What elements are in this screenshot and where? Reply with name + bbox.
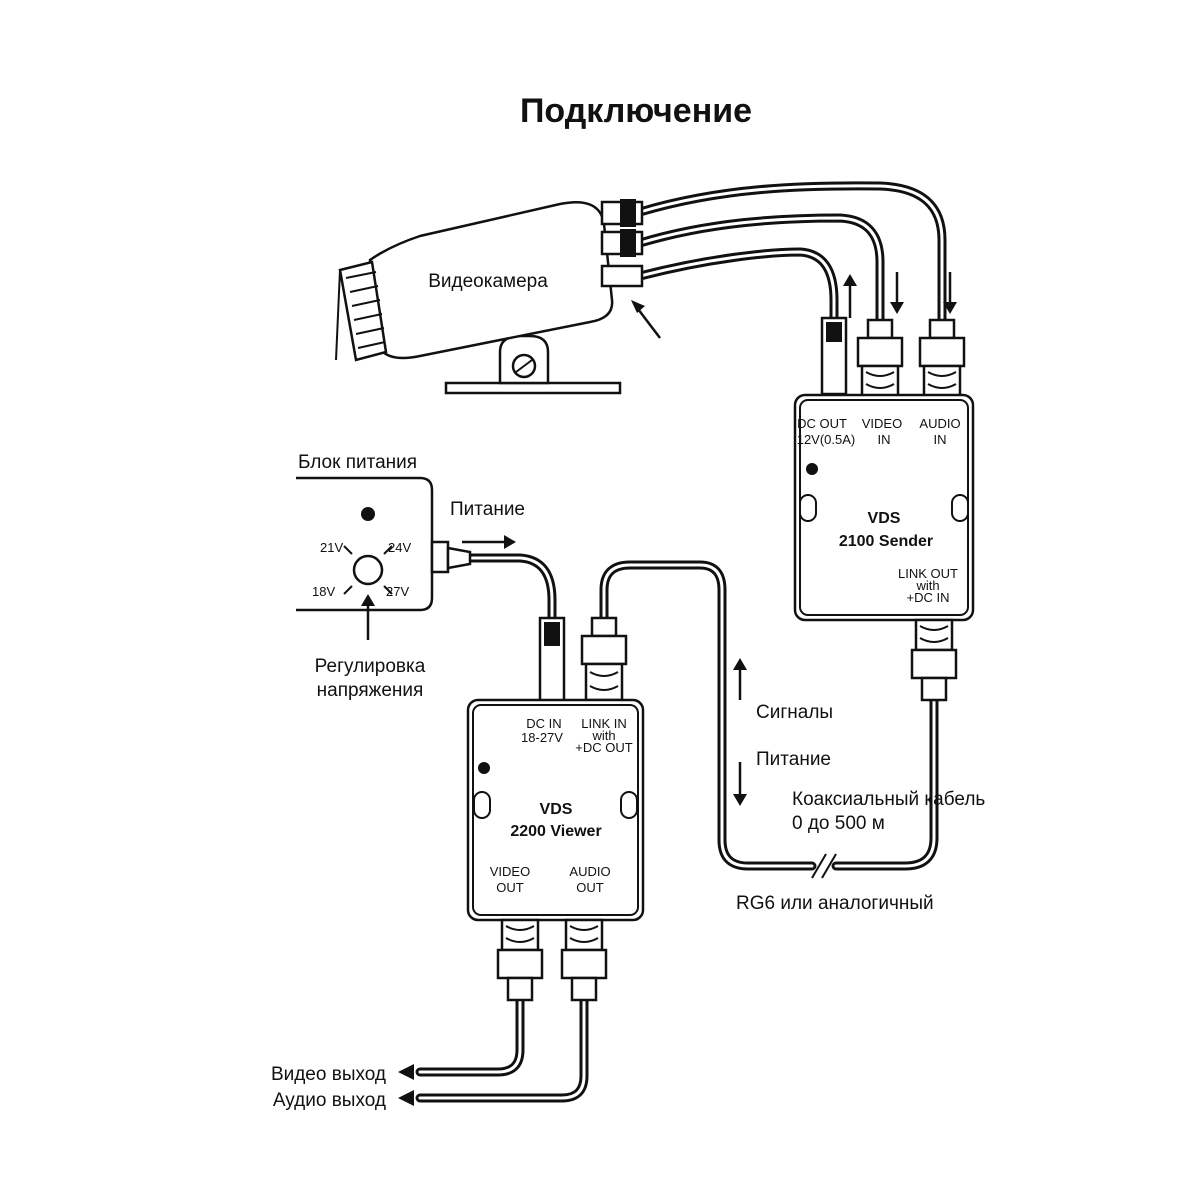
sender-model-name: VDS: [868, 510, 901, 527]
power-output-plug: [430, 540, 450, 574]
viewer-video-out-label: VIDEO: [490, 864, 530, 879]
cable-labels: Сигналы Питание Коаксиальный кабель 0 до…: [733, 658, 985, 914]
power-output-label: Питание: [450, 499, 525, 520]
power-supply: Блок питания 21V 24V 18V 27V Регулировка…: [296, 452, 525, 701]
sender-box: [793, 393, 975, 622]
sender-model-type: 2100 Sender: [839, 533, 933, 550]
power-led-icon: [361, 507, 375, 521]
voltage-adjust-label-2: напряжения: [317, 680, 424, 701]
viewer-model-name: VDS: [540, 801, 573, 818]
page-title: Подключение: [520, 92, 752, 130]
viewer-link-in-with: with: [591, 728, 615, 743]
voltage-24v: 24V: [388, 540, 411, 555]
viewer-box: [466, 698, 645, 922]
sender-audio-bnc: [918, 318, 966, 398]
viewer-mount-hole-left: [473, 791, 491, 819]
viewer-link-in-dc: +DC OUT: [575, 740, 632, 755]
voltage-adjust-label: Регулировка: [315, 656, 426, 677]
viewer-video-out-bnc: [496, 918, 544, 1002]
vds-sender: DC OUT 12V(0.5A) VIDEO IN AUDIO IN VDS 2…: [793, 272, 975, 702]
arrow-left-icon: [398, 1064, 414, 1080]
cables: [415, 181, 947, 1103]
audio-output-cable: [415, 995, 589, 1103]
viewer-link-in-label: LINK IN: [581, 716, 627, 731]
video-camera: Видеокамера: [335, 199, 661, 395]
coax-cable-label: Коаксиальный кабель: [792, 789, 985, 810]
viewer-audio-out-label: AUDIO: [569, 864, 610, 879]
sender-mount-hole-left: [799, 494, 817, 522]
cable-break-mark: [811, 853, 837, 879]
sender-dc-out-spec: 12V(0.5A): [797, 432, 856, 447]
voltage-18v: 18V: [312, 584, 335, 599]
viewer-dc-in-label: DC IN: [526, 716, 561, 731]
sender-mount-hole-right: [951, 494, 969, 522]
camera-mount-base: [444, 381, 622, 395]
sender-dc-out-label: DC OUT: [797, 416, 847, 431]
video-output-cable: [415, 995, 525, 1077]
dc-cable-camera-to-sender: [635, 247, 839, 323]
camera-label: Видеокамера: [428, 271, 548, 292]
voltage-27v: 27V: [386, 584, 409, 599]
cable-power-label: Питание: [756, 749, 831, 770]
vds-viewer: DC IN 18-27V LINK IN with +DC OUT VDS 22…: [466, 616, 645, 1002]
viewer-dc-in-spec: 18-27V: [521, 730, 563, 745]
viewer-audio-out-bnc: [560, 918, 608, 1002]
power-cable-psu-to-viewer: [465, 553, 557, 625]
camera-body: [368, 201, 614, 360]
cable-type-label: RG6 или аналогичный: [736, 893, 934, 914]
sender-audio-in-sub: IN: [934, 432, 947, 447]
audio-output-label: Аудио выход: [273, 1090, 386, 1111]
viewer-led-icon: [478, 762, 490, 774]
viewer-mount-hole-right: [620, 791, 638, 819]
sender-link-out-bnc: [910, 618, 958, 702]
viewer-audio-out-sub: OUT: [576, 880, 604, 895]
viewer-model-type: 2200 Viewer: [510, 823, 601, 840]
coax-length-label: 0 до 500 м: [792, 813, 885, 834]
signals-label: Сигналы: [756, 702, 833, 723]
sender-link-out-label: LINK OUT: [898, 566, 958, 581]
sender-video-bnc: [856, 318, 904, 398]
sender-led-icon: [806, 463, 818, 475]
sender-audio-in-label: AUDIO: [919, 416, 960, 431]
sender-video-in-sub: IN: [878, 432, 891, 447]
sender-link-out-dc: +DC IN: [907, 590, 950, 605]
video-output-label: Видео выход: [271, 1064, 386, 1085]
voltage-knob-icon: [352, 554, 384, 586]
camera-dc-connector: [600, 264, 644, 288]
output-labels: Видео выход Аудио выход: [271, 1064, 414, 1111]
arrow-left-icon: [398, 1090, 414, 1106]
viewer-video-out-sub: OUT: [496, 880, 524, 895]
power-supply-label: Блок питания: [298, 452, 417, 473]
viewer-link-in-bnc: [580, 616, 628, 702]
sender-link-out-with: with: [915, 578, 939, 593]
sender-video-in-label: VIDEO: [862, 416, 902, 431]
voltage-21v: 21V: [320, 540, 343, 555]
